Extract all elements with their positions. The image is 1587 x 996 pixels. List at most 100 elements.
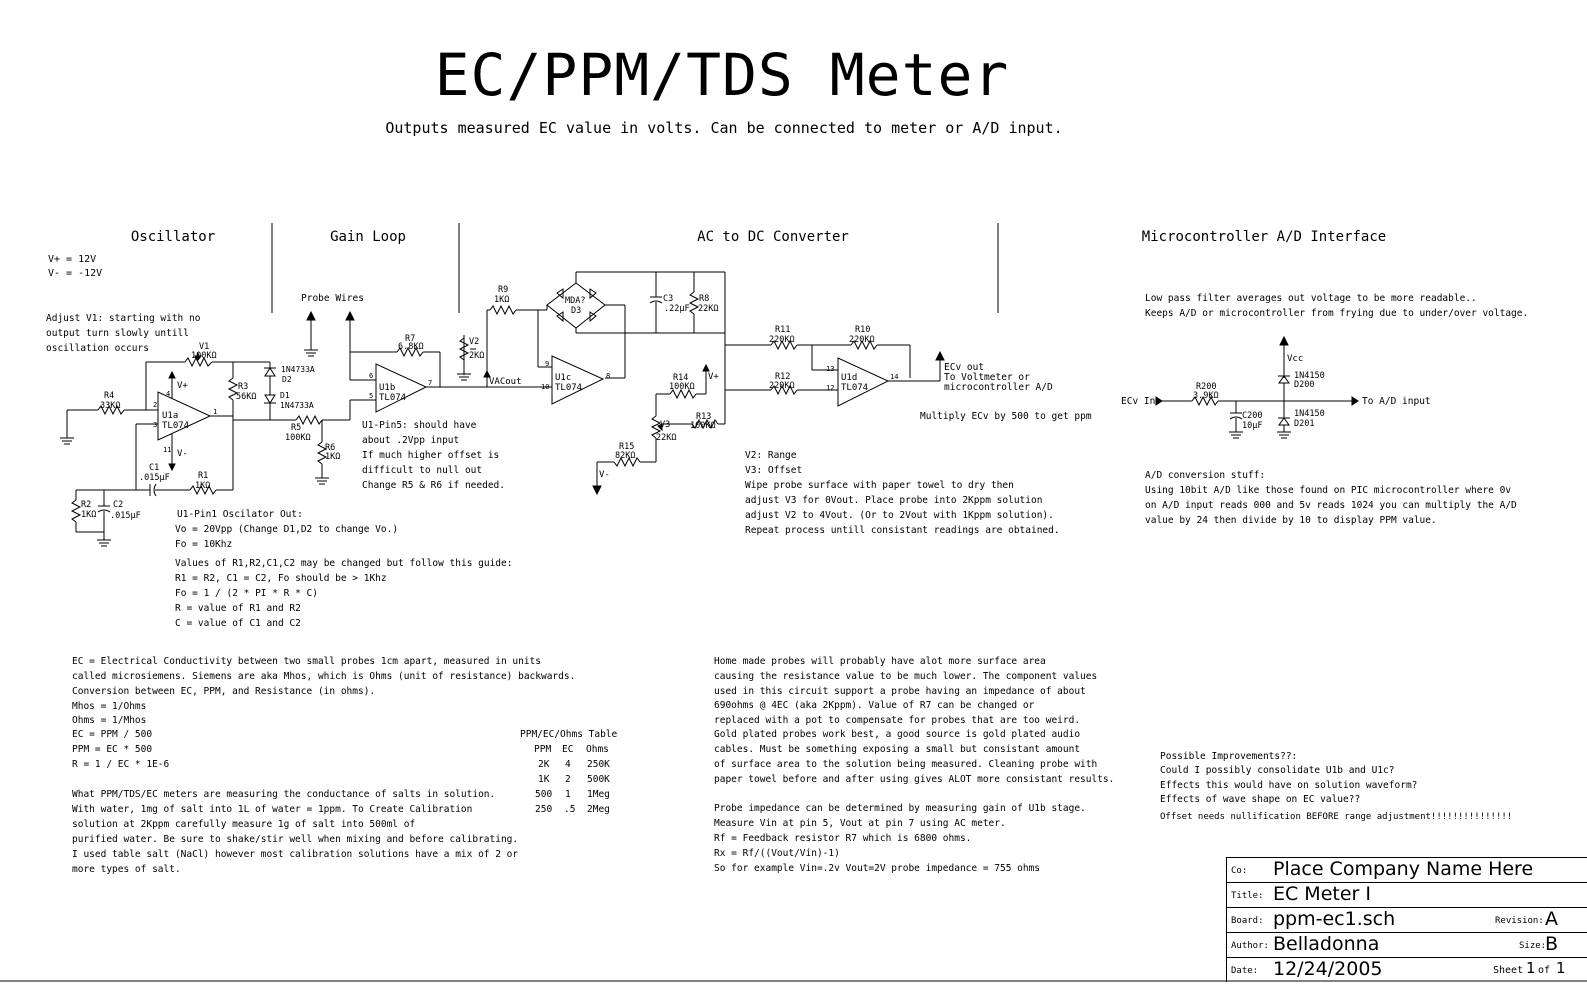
zener-d2	[265, 368, 275, 376]
r15-label: R15	[619, 442, 634, 452]
values-note-2: R1 = R2, C1 = C2, Fo should be > 1Khz	[175, 573, 387, 584]
potentiometer-v1	[185, 358, 212, 366]
opamp-u1c	[552, 356, 603, 404]
opamp-u1a	[158, 392, 210, 440]
svg-text:2: 2	[153, 401, 157, 409]
tb-sheet-value: 1	[1526, 959, 1536, 977]
r15-value: 82KΩ	[615, 451, 635, 461]
osc-out-3: Fo = 10Khz	[175, 539, 232, 550]
r5-value: 100KΩ	[285, 433, 311, 443]
probe-note-5: replaced with a pot to compensate for pr…	[714, 715, 1080, 726]
tb-revision-label: Revision:	[1495, 916, 1544, 926]
improvements-4: Effects of wave shape on EC value??	[1160, 794, 1360, 805]
range-note-2: V3: Offset	[745, 465, 802, 476]
svg-text:3: 3	[153, 421, 157, 429]
c1-label: C1	[149, 463, 159, 473]
ec-note-5: Ohms = 1/Mhos	[72, 715, 146, 726]
adjust-note-3: oscillation occurs	[46, 343, 149, 354]
ppm-row-1-ppm: 2K	[538, 759, 550, 770]
tb-company-value: Place Company Name Here	[1273, 858, 1534, 880]
svg-text:14: 14	[890, 373, 898, 381]
u1c-part: TL074	[555, 383, 582, 393]
ecv-out-2: To Voltmeter or	[944, 372, 1030, 383]
tb-row-board: Board: ppm-ec1.sch Revision: A	[1227, 907, 1587, 932]
potentiometer-v2	[460, 338, 468, 360]
multiply-note: Multiply ECv by 500 to get ppm	[920, 411, 1092, 422]
r4-value: 33KΩ	[100, 401, 120, 411]
values-note-1: Values of R1,R2,C1,C2 may be changed but…	[175, 558, 512, 569]
ppm-row-4-ec: .5	[564, 804, 575, 815]
r6-label: R6	[325, 443, 335, 453]
d200-part: 1N4150	[1294, 371, 1325, 381]
improvements-3: Effects this would have on solution wave…	[1160, 780, 1417, 791]
pin5-note-1: U1-Pin5: should have	[362, 420, 477, 431]
tb-sheet-label: Sheet	[1493, 965, 1524, 976]
r9-value: 1KΩ	[494, 295, 509, 305]
ad-note-4: value by 24 then divide by 10 to display…	[1145, 515, 1437, 526]
resistor-r2	[72, 500, 80, 522]
r14-value: 100KΩ	[669, 382, 695, 392]
ppm-row-3-ec: 1	[565, 789, 571, 800]
resistor-r5	[296, 416, 322, 424]
ec-note-6: EC = PPM / 500	[72, 729, 152, 740]
v2-label: V2	[469, 337, 479, 347]
ppm-table-title: PPM/EC/Ohms Table	[520, 729, 618, 740]
r8-value: 22KΩ	[698, 304, 718, 314]
v1-label: V1	[199, 342, 209, 352]
ppm-table-header-ohms: Ohms	[586, 744, 609, 755]
u1a-label: U1a	[162, 411, 178, 421]
ad-note-1: A/D conversion stuff:	[1145, 470, 1265, 481]
vcc-label: Vcc	[1287, 354, 1303, 364]
r1-value: 1KΩ	[195, 481, 210, 491]
resistor-r13	[692, 420, 718, 428]
tb-board-value: ppm-ec1.sch	[1273, 908, 1396, 930]
r4-label: R4	[104, 391, 114, 401]
r8-label: R8	[699, 294, 709, 304]
r3-label: R3	[238, 382, 248, 392]
tb-author-value: Belladonna	[1273, 933, 1380, 955]
v1-value: 100KΩ	[191, 351, 217, 361]
mda-d3: D3	[571, 306, 581, 316]
ppm-row-2-ec: 2	[565, 774, 571, 785]
ec-note-2: called microsiemens. Siemens are aka Mho…	[72, 671, 575, 682]
resistor-r200	[1192, 397, 1218, 405]
r11-value: 220KΩ	[769, 335, 795, 345]
salt-note-3: solution at 2Kppm carefully measure 1g o…	[72, 819, 415, 830]
opamp-u1b	[376, 364, 426, 412]
r14-vplus: V+	[708, 372, 719, 382]
title-block: Co: Place Company Name Here Title: EC Me…	[1226, 857, 1587, 982]
svg-text:10: 10	[541, 383, 549, 391]
r13-label: R13	[696, 412, 711, 422]
r14-label: R14	[673, 373, 688, 383]
probe-note-3: used in this circuit support a probe hav…	[714, 686, 1086, 697]
probe-note-2: causing the resistance value to be much …	[714, 671, 1097, 682]
osc-out-1: U1-Pin1 Oscilator Out:	[177, 509, 303, 520]
u1b-label: U1b	[379, 383, 395, 393]
supply-vminus: V- = -12V	[48, 268, 102, 279]
values-note-4: R = value of R1 and R2	[175, 603, 301, 614]
osc-out-2: Vo = 20Vpp (Change D1,D2 to change Vo.)	[175, 524, 398, 535]
c3-value: .22µF	[664, 304, 690, 314]
ppm-row-2-ohms: 500K	[587, 774, 610, 785]
section-micro: Microcontroller A/D Interface	[1142, 229, 1386, 245]
d200-label: D200	[1294, 380, 1314, 390]
section-ac-dc: AC to DC Converter	[697, 229, 849, 245]
resistor-r10	[851, 341, 877, 349]
r11-label: R11	[775, 325, 790, 335]
d201-part: 1N4150	[1294, 409, 1325, 419]
c200-label: C200	[1242, 411, 1262, 421]
resistor-r1	[190, 486, 216, 494]
v3-value: 22KΩ	[656, 433, 676, 443]
tb-revision-value: A	[1545, 908, 1558, 930]
r3-value: 56KΩ	[236, 392, 256, 402]
ad-note-3: on A/D input reads 000 and 5v reads 1024…	[1145, 500, 1517, 511]
tb-author-label: Author:	[1231, 941, 1269, 951]
vacout-label: VACout	[489, 377, 522, 387]
u1a-part: TL074	[162, 421, 189, 431]
svg-text:7: 7	[428, 379, 432, 387]
d2-label: D2	[282, 375, 292, 384]
ecv-out-3: microcontroller A/D	[944, 382, 1053, 393]
resistor-r7	[397, 348, 423, 356]
pin5-note-3: If much higher offset is	[362, 450, 499, 461]
